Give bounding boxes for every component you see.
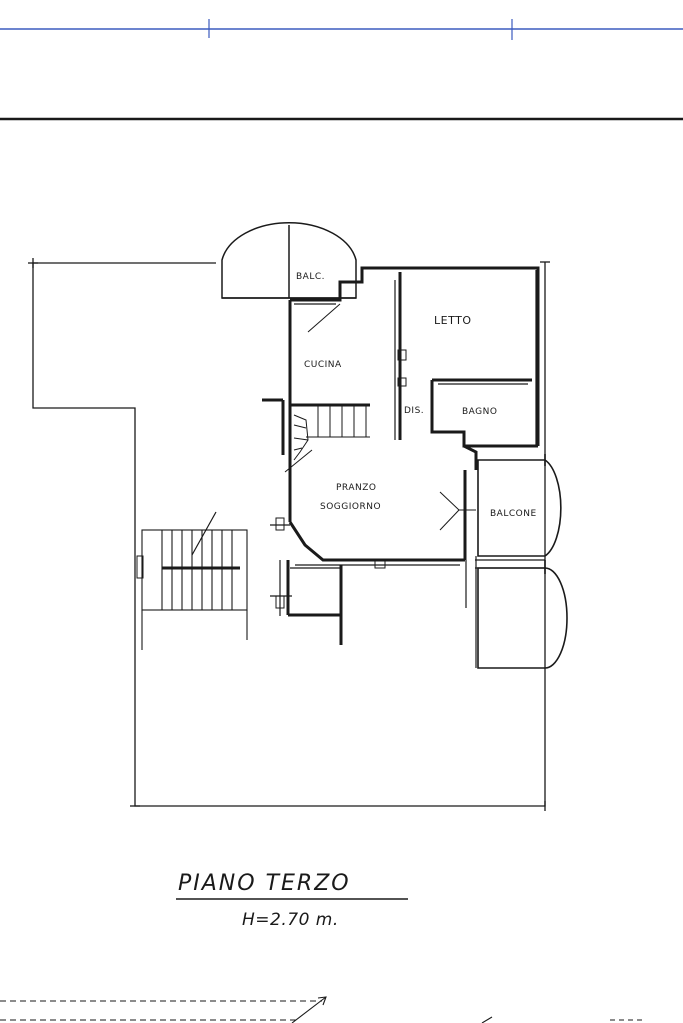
bottom-cut-lines [0,996,645,1023]
label-bagno: BAGNO [462,407,497,417]
floor-title: PIANO TERZO [178,871,351,896]
label-pranzo: PRANZO [336,483,376,493]
page-header-rules [0,19,683,121]
interior-details [270,270,545,668]
label-balc: BALC. [296,272,325,282]
label-letto: LETTO [434,314,471,327]
internal-stair [284,405,370,473]
label-soggiorno: SOGGIORNO [320,502,381,512]
label-balcone: BALCONE [490,509,537,519]
door-marks [136,303,476,609]
floor-height: H=2.70 m. [242,910,339,930]
balcone-bulge [477,454,568,669]
common-stair [141,511,248,650]
label-dis: DIS. [404,406,424,416]
terrace-boundary [28,258,550,811]
label-cucina: CUCINA [304,360,342,370]
balc-small-balcony [221,221,357,299]
